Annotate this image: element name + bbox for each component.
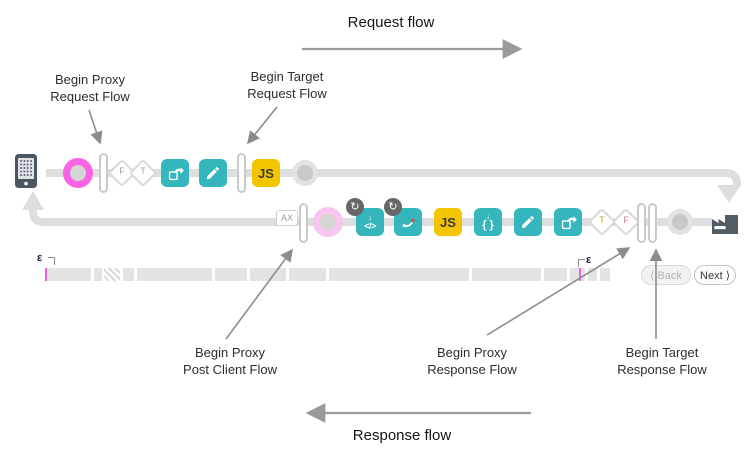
target-response-flow-marker[interactable]	[648, 203, 657, 243]
next-button[interactable]: Next ⟩	[694, 265, 736, 285]
condition-diamond-true-response[interactable]: T	[587, 207, 617, 237]
timeline-segment[interactable]	[472, 268, 541, 281]
timeline-segment[interactable]	[289, 268, 326, 281]
condition-diamond-true[interactable]: T	[128, 158, 158, 188]
timeline-segment[interactable]	[544, 268, 567, 281]
epsilon-left-label: ε	[37, 252, 43, 264]
timeline-segment[interactable]	[570, 268, 585, 281]
code-label: </>	[364, 220, 376, 231]
timeline-segment[interactable]	[215, 268, 247, 281]
timeline-segment[interactable]	[588, 268, 597, 281]
policy-step-edit[interactable]	[199, 159, 227, 187]
policy-step-extract-code[interactable]: ↓ </> ↻	[346, 198, 384, 236]
policy-step-javascript-response[interactable]: JS	[434, 208, 462, 236]
policy-step-forward[interactable]	[161, 159, 189, 187]
analytics-badge: AX	[276, 210, 298, 226]
pencil-icon	[207, 166, 220, 179]
timeline-segment[interactable]	[94, 268, 102, 281]
policy-step-javascript[interactable]: JS	[252, 159, 280, 187]
pencil-icon	[522, 215, 535, 228]
dot-core	[672, 214, 688, 230]
timeline-tick-left	[45, 268, 47, 281]
response-into-client-arrow-icon	[22, 191, 44, 210]
loop-badge-icon: ↻	[346, 198, 364, 216]
annotation-begin-proxy-response: Begin Proxy Response Flow	[427, 345, 517, 377]
forward-page-icon	[561, 215, 577, 229]
annotation-begin-target-response: Begin Target Response Flow	[617, 345, 707, 377]
arrow-to-proxy-response-marker	[486, 247, 631, 336]
timeline-segment[interactable]	[46, 268, 91, 281]
policy-step-braces[interactable]: ↓ { }	[474, 208, 502, 236]
down-arrow-icon: ↓	[486, 212, 490, 221]
annotation-begin-target-request: Begin Target Request Flow	[247, 69, 327, 101]
js-label: JS	[440, 214, 456, 230]
timeline-bar[interactable]	[46, 268, 610, 281]
client-device-icon	[15, 154, 37, 188]
down-arrow-icon: ↓	[368, 212, 372, 222]
timeline-segment[interactable]	[329, 268, 469, 281]
forward-page-icon	[168, 166, 184, 180]
annotation-begin-proxy-request: Begin Proxy Request Flow	[50, 72, 130, 104]
condition-diamond-false[interactable]: F	[107, 158, 137, 188]
timeline-segment[interactable]	[250, 268, 286, 281]
route-arrow-icon	[401, 218, 415, 228]
condition-letter: T	[140, 166, 146, 176]
js-label: JS	[258, 165, 274, 181]
policy-step-edit-response[interactable]	[514, 208, 542, 236]
response-start-step[interactable]	[313, 207, 343, 237]
loop-badge-icon: ↻	[384, 198, 402, 216]
proxy-request-flow-marker[interactable]	[99, 153, 108, 193]
epsilon-right-label: ε	[586, 254, 592, 266]
target-request-flow-marker[interactable]	[237, 153, 246, 193]
policy-step-route[interactable]: ↻	[384, 198, 422, 236]
back-button[interactable]: ⟨ Back	[641, 265, 691, 285]
annotation-begin-proxy-post-client: Begin Proxy Post Client Flow	[183, 345, 277, 377]
braces-label: { }	[482, 219, 494, 231]
arrow-to-proxy-request-marker	[88, 109, 103, 145]
bracket-top-left	[578, 259, 585, 267]
condition-diamond-false-response[interactable]: F	[611, 207, 641, 237]
request-start-step[interactable]	[63, 158, 93, 188]
condition-letter: F	[119, 166, 125, 176]
proxy-post-client-flow-marker[interactable]	[299, 203, 308, 243]
timeline-tick-right	[579, 268, 581, 281]
transition-dot[interactable]	[292, 160, 318, 186]
request-into-target-arrow-icon	[717, 185, 741, 203]
dot-core	[297, 165, 313, 181]
policy-step-forward-response[interactable]	[554, 208, 582, 236]
timeline-segment[interactable]	[137, 268, 212, 281]
proxy-response-flow-marker[interactable]	[637, 203, 646, 243]
condition-letter: T	[599, 215, 605, 225]
bracket-top-right	[48, 257, 55, 265]
response-flow-title: Response flow	[352, 427, 452, 444]
request-flow-title: Request flow	[347, 14, 435, 31]
timeline-segment[interactable]	[600, 268, 610, 281]
timeline-segment[interactable]	[123, 268, 134, 281]
target-server-icon	[712, 215, 738, 234]
timeline-segment-hatched[interactable]	[104, 268, 120, 281]
condition-letter: F	[623, 215, 629, 225]
transition-dot[interactable]	[667, 209, 693, 235]
arrow-to-post-client-marker	[225, 248, 293, 340]
arrow-to-target-request-marker	[246, 106, 278, 145]
